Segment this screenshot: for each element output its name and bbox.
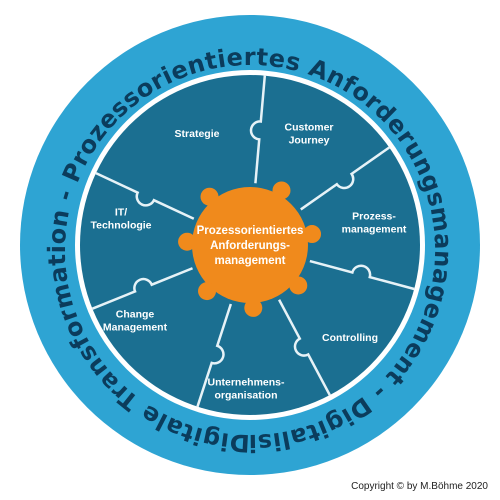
segment-label-line: Technologie <box>90 220 151 232</box>
center-piece-knob <box>200 187 219 206</box>
copyright-text: Copyright © by M.Böhme 2020 <box>351 481 488 492</box>
segment-label-line: Strategie <box>175 128 220 140</box>
segment-label-line: Management <box>103 322 168 334</box>
puzzle-divider <box>196 303 233 408</box>
puzzle-dividers <box>91 75 415 408</box>
segment-label-line: Controlling <box>322 332 378 344</box>
center-piece-knob <box>303 225 322 244</box>
segment-label-line: management <box>342 224 407 236</box>
segment-label-line: organisation <box>214 390 277 402</box>
center-piece-knob <box>198 282 217 301</box>
center-label-line: Anforderungs- <box>210 240 290 252</box>
puzzle-divider <box>309 259 415 291</box>
segment-label-line: Customer <box>284 122 333 134</box>
center-label-line: management <box>215 255 286 267</box>
puzzle-divider <box>95 172 195 220</box>
segment-label-prozessmanagement: Prozess-management <box>342 211 407 236</box>
segment-label-line: IT/ <box>115 207 127 219</box>
segment-label-line: Change <box>116 309 155 321</box>
puzzle-divider <box>278 299 331 396</box>
puzzle-divider <box>249 75 267 184</box>
puzzle-divider <box>91 267 193 310</box>
center-piece-body <box>192 187 308 303</box>
segment-label-controlling: Controlling <box>322 332 378 344</box>
center-piece-knob <box>272 181 291 200</box>
puzzle-divider <box>300 146 390 211</box>
center-piece-knob <box>178 232 197 251</box>
center-piece-knob <box>289 276 308 295</box>
segment-label-strategie: Strategie <box>175 128 220 140</box>
segment-label-line: Unternehmens- <box>207 377 285 389</box>
segment-label-line: Prozess- <box>352 211 396 223</box>
segment-label-it-technologie: IT/Technologie <box>90 207 151 232</box>
center-label-line: Prozessorientiertes <box>197 225 304 237</box>
center-piece-knob <box>244 298 263 317</box>
segment-label-line: Journey <box>289 135 330 147</box>
segment-label-unternehmensorganisation: Unternehmens-organisation <box>207 377 285 402</box>
